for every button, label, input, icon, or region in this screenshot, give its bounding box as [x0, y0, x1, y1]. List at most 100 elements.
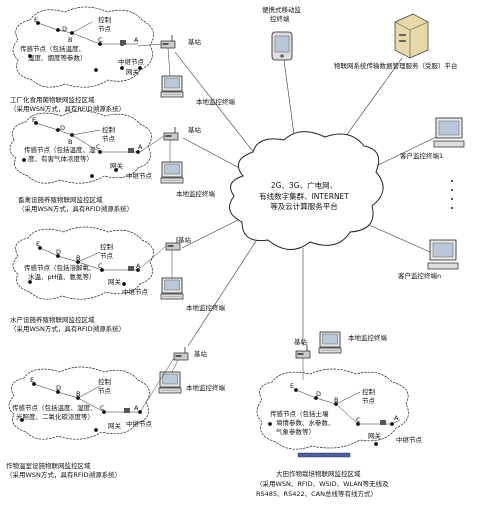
- zone2-gateway: 网关: [110, 162, 123, 170]
- zone1-letter-c: C: [98, 36, 103, 44]
- zone5-letter-d: D: [316, 390, 322, 398]
- zone1-sensor-2: 湿度、烟度等参数）: [28, 54, 87, 62]
- zone5-subtitle-2: RS485、RS422、CAN总线等有线方式）: [256, 490, 377, 498]
- center-platform-text: 2G、3G、广电网、 有线数字集群、INTERNET 等及云计算服务平台: [248, 181, 360, 213]
- zone1-letter-d: D: [62, 25, 68, 33]
- zone3-sensor-2: 水温、pH值、氨氮等）: [28, 273, 96, 281]
- zone3-sensor-1: 传感节点（包括溶解氧、: [24, 264, 96, 272]
- zone2-sensor-1: 传感节点（包括温度、湿: [24, 146, 96, 154]
- portable-terminal-label-2: 控终端: [270, 15, 290, 23]
- zone5-letter-e: E: [290, 382, 295, 390]
- zone1-letter-a: A: [134, 36, 139, 44]
- zone3-terminal-label: 本地监控终端: [186, 304, 225, 312]
- zone5-sensor-3: 气象参数等）: [276, 428, 315, 436]
- zone2-control-node-1: 控制: [102, 126, 115, 134]
- zone5-relay: 中继节点: [396, 436, 422, 444]
- zone5-letter-c: C: [356, 416, 361, 424]
- zone3-monitor-icon: [160, 277, 184, 300]
- zone3-devices: [28, 236, 184, 300]
- zone4-letter-a: A: [134, 404, 139, 412]
- center-line3: 等及云计算服务平台: [270, 202, 338, 211]
- zone4-devices: [20, 346, 189, 432]
- ellipsis-dots: [451, 180, 453, 209]
- link-portable: [283, 59, 296, 143]
- zone5-terminal-label: 本地监控终端: [348, 334, 387, 342]
- link-zone1: [174, 51, 263, 164]
- zone2-devices: [22, 121, 184, 184]
- zone2-relay: 中继节点: [126, 172, 152, 180]
- zone4-letter-c: C: [100, 404, 105, 412]
- zone3-letter-a: A: [136, 262, 141, 270]
- zone1-devices: [28, 21, 184, 98]
- zone3-title: 水产设施养殖物联网监控区域: [10, 316, 95, 324]
- zone1-terminal-label: 本地监控终端: [196, 98, 235, 106]
- link-server: [337, 57, 403, 148]
- zone5-devices: [268, 331, 401, 458]
- link-zone2: [182, 137, 246, 172]
- zone2-title: 畜禽设施养殖物联网监控区域: [18, 196, 103, 204]
- zone1-cloud: [12, 6, 154, 88]
- center-line1: 2G、3G、广电网、: [270, 181, 338, 190]
- zone5-title: 大田作物栽培物联网监控区域: [276, 470, 361, 478]
- zone4-cloud: [8, 366, 150, 440]
- zone4-terminal-label: 本地监控终端: [186, 384, 225, 392]
- zone2-letter-c: C: [96, 143, 101, 151]
- clientN-label: 客户监控终端n: [398, 272, 442, 280]
- zone4-monitor-icon: [158, 371, 182, 394]
- zone5-sensor-1: 传感节点（包括土壤: [270, 410, 329, 418]
- zone1-base-station-icon: [160, 34, 176, 49]
- zone2-letter-d: D: [60, 124, 66, 132]
- zone5-letter-a: A: [394, 414, 399, 422]
- zone5-control-node-1: 控制: [362, 388, 375, 396]
- zone1-subtitle: （采用WSN方式，具有RFID溯源系统）: [10, 105, 126, 113]
- zone1-relay: 中继节点: [118, 58, 144, 66]
- zone3-control-node-1: 控制: [100, 243, 113, 251]
- zone1-monitor-icon: [160, 75, 184, 98]
- zone5-sensor-2: 墒情参数、水参数、: [276, 419, 335, 427]
- zone2-cloud: [9, 110, 152, 184]
- zone4-sensor-2: 光照度、二氧化碳浓度等）: [16, 413, 94, 421]
- zone2-letter-e: E: [32, 116, 37, 124]
- link-zone3: [181, 214, 249, 249]
- zone4-relay: 中继节点: [126, 420, 152, 428]
- zone3-gateway: 网关: [108, 278, 121, 286]
- zone1-sensor-1: 传感节点（包括温度、: [20, 45, 85, 53]
- client1-monitor-icon: [433, 117, 465, 148]
- zone2-subtitle: （采用WSN方式，具有RFID溯源系统）: [18, 205, 134, 213]
- zone3-letter-e: E: [36, 240, 41, 248]
- zone5-gateway: 网关: [368, 432, 381, 440]
- zone1-title: 工厂化食用菌物联网监控区域: [10, 96, 95, 104]
- zone5-letter-b: B: [334, 396, 339, 404]
- zone2-letter-b: B: [68, 138, 73, 146]
- zone1-base-label: 基站: [188, 38, 201, 46]
- cloud-platform: [229, 131, 384, 250]
- clientN-monitor-icon: [427, 239, 459, 270]
- zone2-terminal-label: 本地监控终端: [176, 190, 215, 198]
- zone3-letter-d: D: [56, 248, 62, 256]
- zone3-relay: 中继节点: [122, 288, 148, 296]
- zone4-base-label: 基站: [194, 350, 207, 358]
- zone4-base-station-icon: [173, 346, 189, 361]
- zone2-sensor-2: 度、有害气体浓度等）: [28, 155, 93, 163]
- zone4-title: 作物温室设施物联网监控区域: [6, 462, 91, 470]
- zone5-base-label: 基站: [294, 338, 307, 346]
- portable-terminal-label-1: 便携式移动监: [262, 6, 301, 14]
- zone5-subtitle-1: （采用WSN、RFID、WSID、WLAN等无线及: [256, 480, 389, 488]
- server-icon: [394, 13, 429, 59]
- zone5-base-station-icon: [295, 344, 311, 359]
- zone3-cloud: [12, 226, 154, 300]
- connection-lines: [174, 51, 437, 347]
- zone4-letter-d: D: [56, 384, 62, 392]
- zone2-letter-a: A: [138, 143, 143, 151]
- zone2-monitor-icon: [160, 161, 184, 184]
- zone2-control-node-2: 节点: [102, 135, 115, 143]
- server-label: 物联网系统传输数据管理服务（受服）平台: [334, 62, 458, 70]
- zone2-base-label: 基站: [188, 126, 201, 134]
- zone4-control-node-2: 节点: [98, 387, 111, 395]
- client1-label: 客户监控终端1: [400, 152, 444, 160]
- zone1-letter-b: B: [68, 36, 73, 44]
- zone1-letter-e: E: [34, 16, 39, 24]
- portable-terminal-icon: [271, 31, 293, 61]
